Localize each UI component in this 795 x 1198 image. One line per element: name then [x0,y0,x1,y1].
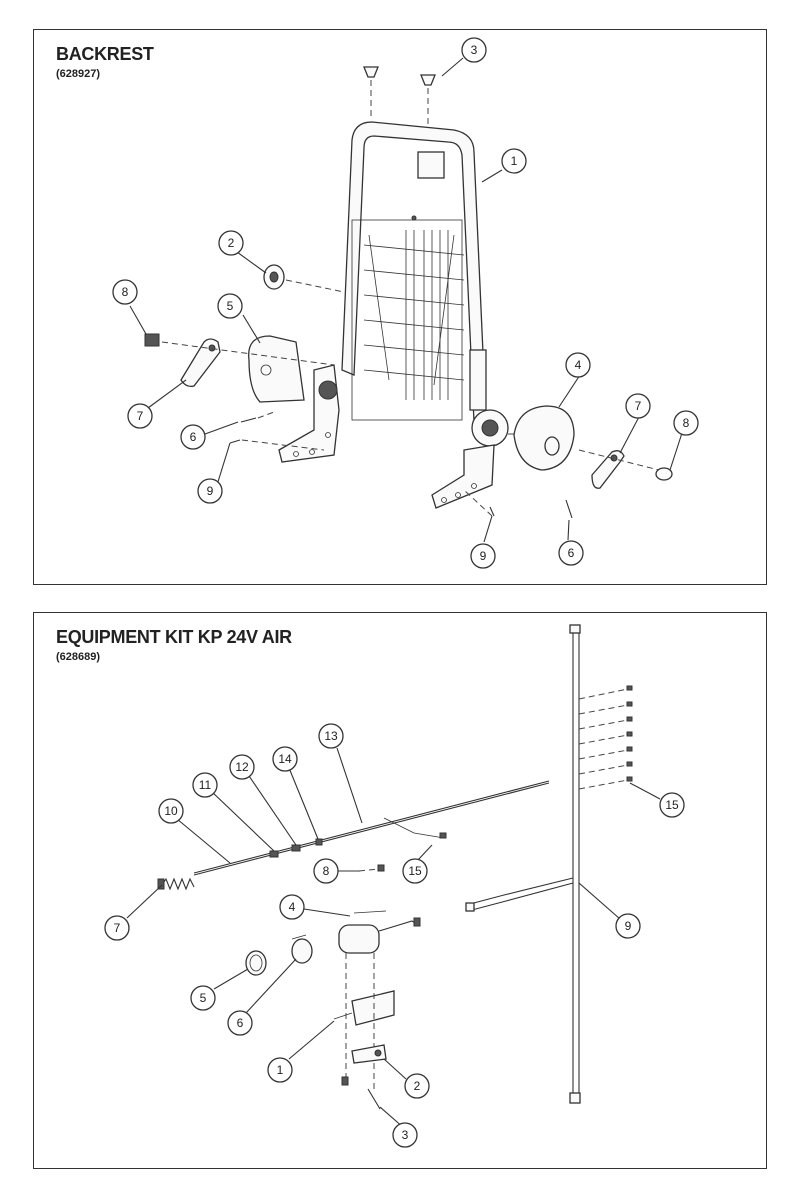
svg-text:14: 14 [278,752,292,766]
svg-text:3: 3 [471,43,478,57]
part-4-right-cover [508,405,575,471]
backrest-callout-7-right: 7 [625,393,651,419]
part-13-cable [193,780,550,876]
svg-text:15: 15 [665,798,679,812]
part-9-wiring-harness [465,624,581,1104]
svg-text:5: 5 [200,991,207,1005]
top-fittings [363,66,436,128]
part-8-left-knob [144,333,335,366]
svg-text:2: 2 [228,236,235,250]
backrest-callout-1: 1 [501,148,527,174]
svg-text:10: 10 [164,804,178,818]
equipment-callout-6: 6 [227,1010,253,1036]
svg-text:5: 5 [227,299,234,313]
equipment-callout-4: 4 [279,894,305,920]
part-5-ring [245,950,267,976]
backrest-callout-4: 4 [565,352,591,378]
part-2-washer [351,1044,387,1064]
left-screws [229,411,325,451]
part-6-holder [291,934,313,964]
backrest-exploded-diagram: 1 2 3 4 5 6 6 7 7 8 8 9 9 [112,37,699,569]
part-2-bushing [263,264,345,293]
equipment-kit-title: EQUIPMENT KIT KP 24V AIR [56,627,292,647]
backrest-callout-6-right: 6 [558,540,584,566]
svg-text:4: 4 [289,900,296,914]
svg-text:7: 7 [114,921,121,935]
backrest-leader-lines [129,57,683,543]
svg-text:15: 15 [408,864,422,878]
equipment-callout-9: 9 [615,913,641,939]
backrest-callout-3: 3 [461,37,487,63]
svg-text:6: 6 [568,546,575,560]
equipment-callout-15-right: 15 [659,792,685,818]
equipment-callout-5: 5 [190,985,216,1011]
equipment-kit-part-number: (628689) [56,651,101,663]
part-8-right-knob [655,467,673,481]
equipment-callout-2: 2 [404,1073,430,1099]
part-5-left-cover [248,335,305,403]
svg-text:1: 1 [277,1063,284,1077]
svg-text:4: 4 [575,358,582,372]
backrest-callout-5: 5 [217,293,243,319]
equipment-callout-13: 13 [318,723,344,749]
part-1-bracket [333,953,395,1093]
svg-text:9: 9 [207,484,214,498]
part-8-screw [358,864,385,872]
backrest-callout-8-left: 8 [112,279,138,305]
backrest-frame [341,121,487,423]
equipment-callout-7: 7 [104,915,130,941]
equipment-callout-1: 1 [267,1057,293,1083]
svg-text:9: 9 [625,919,632,933]
svg-text:6: 6 [190,430,197,444]
part-7-spring [157,877,195,891]
equipment-callout-14: 14 [272,746,298,772]
svg-text:6: 6 [237,1016,244,1030]
backrest-callout-9-right: 9 [470,543,496,569]
left-hinge-bracket [278,364,340,463]
backrest-callout-6-left: 6 [180,424,206,450]
equipment-callout-12: 12 [229,754,255,780]
part-4-valve [338,910,421,954]
equipment-callout-10: 10 [158,798,184,824]
part-15-screws-right [578,685,633,790]
svg-text:8: 8 [323,864,330,878]
svg-text:13: 13 [324,729,338,743]
part-3-screw [341,1076,381,1110]
equipment-kit-panel: EQUIPMENT KIT KP 24V AIR (628689) [33,612,767,1169]
equipment-callout-8: 8 [313,858,339,884]
backrest-callout-8-right: 8 [673,410,699,436]
svg-text:9: 9 [480,549,487,563]
equipment-leader-lines [126,747,661,1129]
svg-text:1: 1 [511,154,518,168]
backrest-panel: BACKREST (628927) [33,29,767,585]
equipment-callout-11: 11 [192,772,218,798]
equipment-kit-exploded-diagram: 1 2 3 4 5 6 7 8 9 10 11 12 13 14 15 [104,624,685,1148]
svg-text:12: 12 [235,760,249,774]
part-7-left-lever [180,338,221,388]
backrest-callout-2: 2 [218,230,244,256]
part-7-right-lever [578,449,660,489]
backrest-title: BACKREST [56,44,154,64]
right-recliner-mechanism [431,409,509,509]
backrest-part-number: (628927) [56,68,101,80]
svg-text:7: 7 [635,399,642,413]
svg-text:3: 3 [402,1128,409,1142]
svg-text:8: 8 [683,416,690,430]
right-screws [463,489,573,519]
backrest-callout-7-left: 7 [127,403,153,429]
backrest-callout-9-left: 9 [197,478,223,504]
svg-text:8: 8 [122,285,129,299]
svg-text:11: 11 [199,778,212,792]
svg-text:2: 2 [414,1079,421,1093]
equipment-callout-15-left: 15 [402,858,428,884]
svg-text:7: 7 [137,409,144,423]
equipment-callout-3: 3 [392,1122,418,1148]
